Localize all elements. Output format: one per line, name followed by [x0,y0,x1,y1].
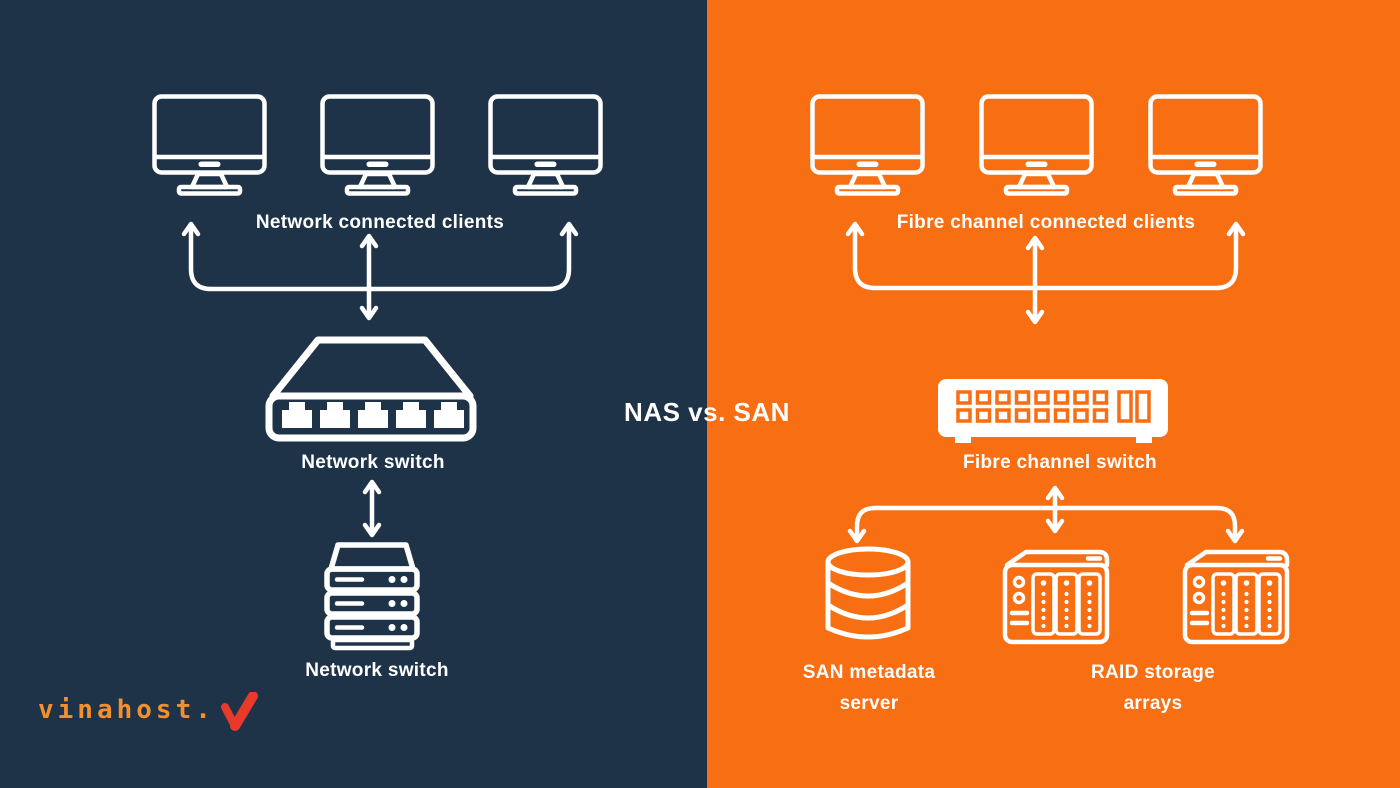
vinahost-logo: vinahost. [38,692,259,734]
nas-switch-label: Network switch [301,452,445,473]
san-metadata-server-label: SAN metadata server [803,657,935,719]
raid-storage-arrays-label: RAID storage arrays [1091,657,1215,719]
san-clients-label: Fibre channel connected clients [896,212,1196,233]
san-metadata-server-label-line1: SAN metadata [802,662,936,683]
nas-clients-label: Network connected clients [255,212,505,233]
page-title: NAS vs. SAN [624,397,790,427]
raid-storage-arrays-label-line1: RAID storage [1091,662,1215,683]
vinahost-check-icon [220,692,258,731]
san-switch-label: Fibre channel switch [963,452,1157,473]
vinahost-logo-text: vinahost. [38,695,215,725]
san-metadata-server-label-line2: server [839,693,899,714]
raid-storage-arrays-label-line2: arrays [1123,693,1183,714]
nas-server-label: Network switch [305,660,449,681]
